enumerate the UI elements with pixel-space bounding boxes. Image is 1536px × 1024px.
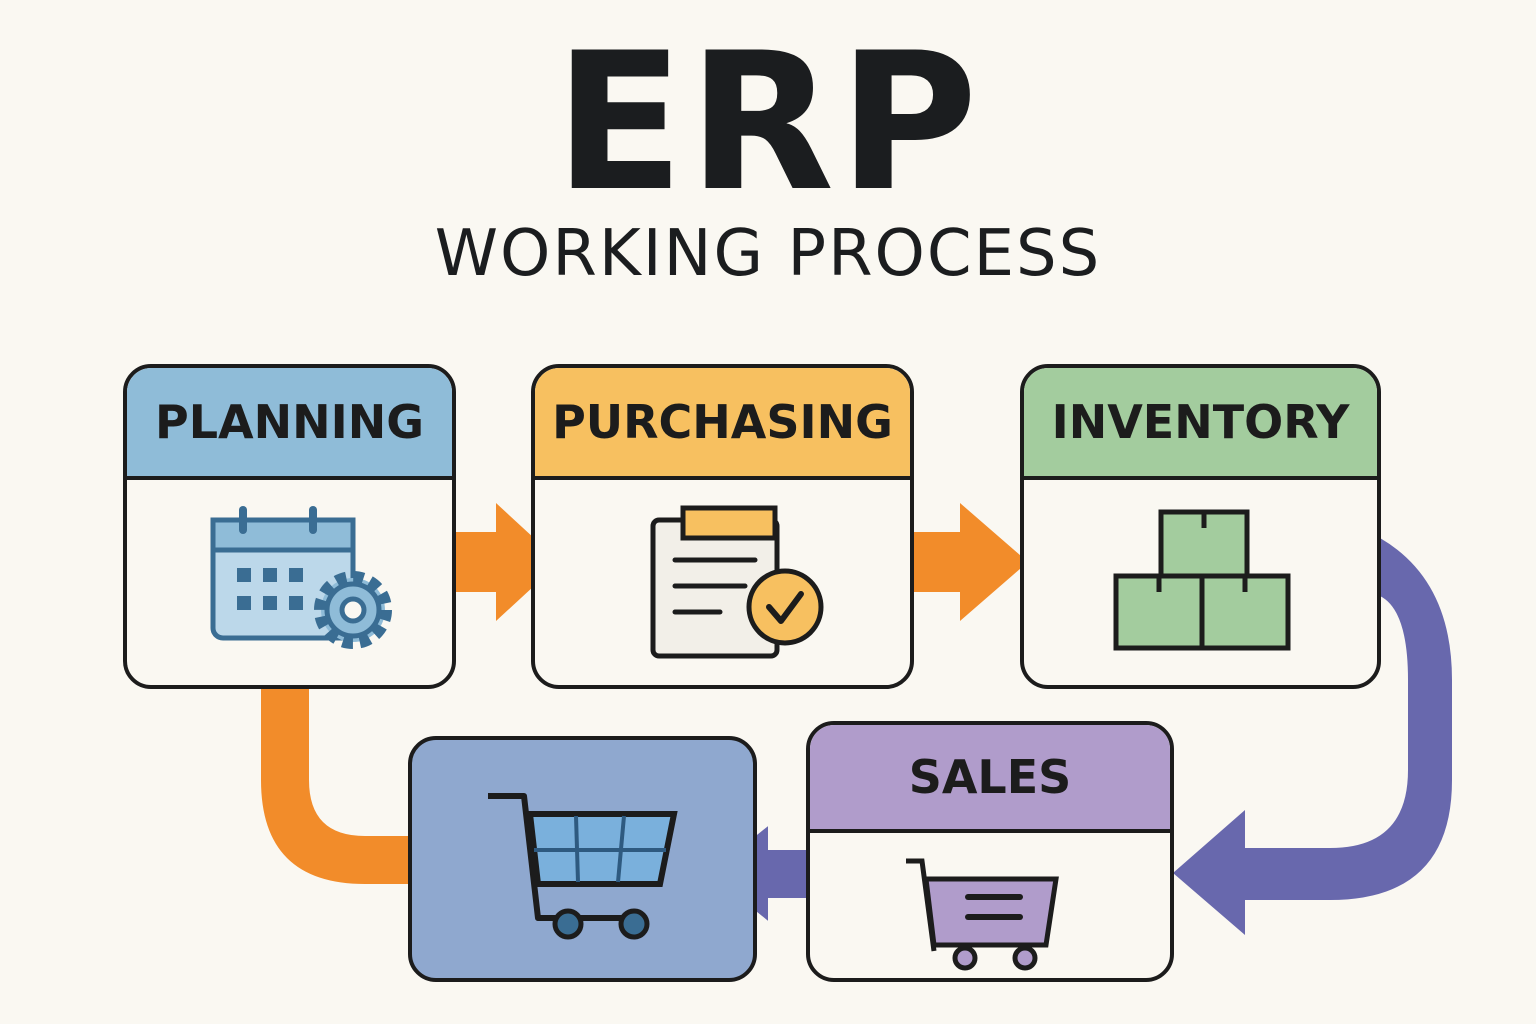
step-checkout xyxy=(408,736,757,982)
shopping-cart-icon xyxy=(906,858,1059,971)
step-purchasing: PURCHASING xyxy=(531,364,914,689)
calendar-gear-icon xyxy=(210,506,392,649)
boxes-icon xyxy=(1113,509,1291,651)
arrow-purchasing-to-inventory xyxy=(913,503,1028,621)
step-header: PURCHASING xyxy=(535,368,910,480)
step-header: INVENTORY xyxy=(1024,368,1377,480)
arrow-planning-to-purchasing xyxy=(455,503,560,621)
shopping-cart-icon xyxy=(488,793,678,940)
arrow-planning-to-cart xyxy=(261,688,410,884)
diagram-title: ERP xyxy=(554,12,982,233)
diagram-subtitle: WORKING PROCESS xyxy=(434,217,1102,291)
step-header: SALES xyxy=(810,725,1170,833)
arrow-inventory-to-sales xyxy=(1173,538,1452,935)
step-header: PLANNING xyxy=(127,368,452,480)
step-planning: PLANNING xyxy=(123,364,456,689)
step-inventory: INVENTORY xyxy=(1020,364,1381,689)
clipboard-check-icon xyxy=(650,505,824,659)
step-sales: SALES xyxy=(806,721,1174,982)
